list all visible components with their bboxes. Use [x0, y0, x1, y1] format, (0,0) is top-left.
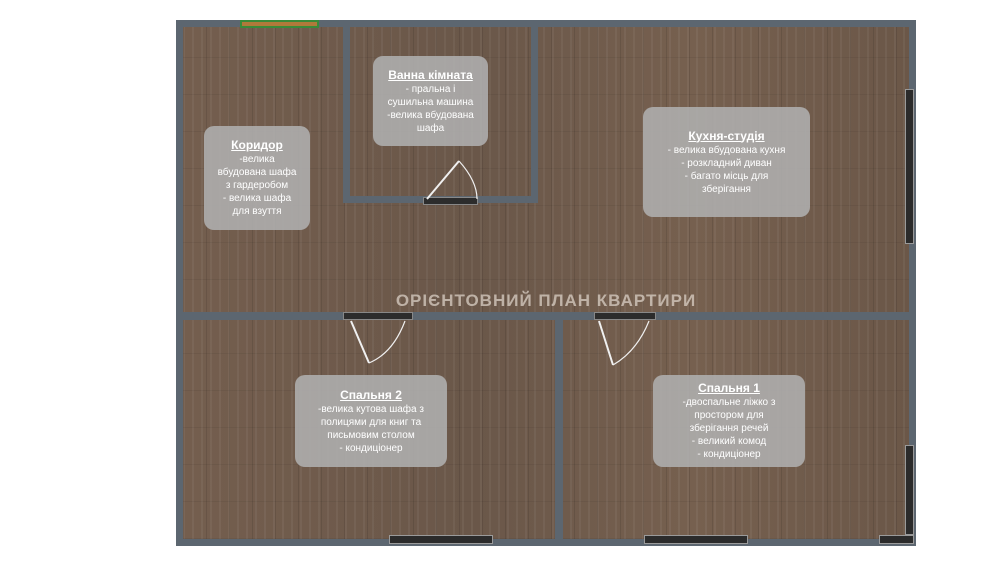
- bedroom1-line: - кондиціонер: [697, 449, 761, 460]
- corridor-line: вбудована шафа: [217, 167, 297, 178]
- bedroom2-title: Спальня 2: [340, 387, 402, 402]
- bedroom1-window: [644, 535, 748, 544]
- bedroom1-side-window: [905, 445, 914, 535]
- horizontal-partition-wall: [183, 312, 909, 320]
- bedroom1-line: зберігання речей: [689, 423, 769, 434]
- corridor-title: Коридор: [231, 138, 283, 152]
- bathroom-title: Ванна кімната: [388, 67, 473, 82]
- bedroom1-door-swing: [598, 320, 650, 366]
- bedroom1-label: Спальня 1 -двоспальне ліжко з простором …: [653, 375, 805, 467]
- bathroom-door-swing: [426, 160, 478, 200]
- bedroom1-title: Спальня 1: [698, 381, 760, 395]
- corridor-line: -велика: [239, 154, 275, 165]
- bedroom2-line: - кондиціонер: [339, 442, 403, 454]
- bedroom2-label: Спальня 2 -велика кутова шафа з полицями…: [295, 375, 447, 467]
- bedroom2-line: полицями для книг та: [320, 416, 422, 428]
- bathroom-line: -велика вбудована: [387, 109, 474, 121]
- bedroom2-line: -велика кутова шафа з: [318, 403, 424, 415]
- kitchen-line: - багато місць для: [684, 170, 769, 182]
- bathroom-line: - пральна і: [405, 83, 456, 95]
- bedroom1-line: простором для: [694, 410, 764, 421]
- kitchen-line: - велика вбудована кухня: [667, 144, 786, 156]
- corridor-line: - велика шафа: [222, 193, 292, 204]
- bathroom-line: сушильна машина: [387, 96, 474, 108]
- kitchen-label: Кухня-студія - велика вбудована кухня - …: [643, 107, 810, 217]
- plan-title: ОРІЄНТОВНИЙ ПЛАН КВАРТИРИ: [395, 291, 697, 310]
- bedroom1-corner-window: [879, 535, 914, 544]
- bathroom-wall-left: [343, 27, 350, 200]
- bedroom1-line: - великий комод: [691, 436, 767, 447]
- bathroom-label: Ванна кімната - пральна і сушильна машин…: [373, 56, 488, 146]
- corridor-label: Коридор -велика вбудована шафа з гардеро…: [204, 126, 310, 230]
- bathroom-door-frame: [423, 197, 478, 205]
- bedroom2-window: [389, 535, 493, 544]
- kitchen-title: Кухня-студія: [688, 128, 765, 143]
- bedroom1-line: -двоспальне ліжко з: [682, 397, 776, 408]
- bedroom2-door-frame: [343, 312, 413, 320]
- floor-plan: Ванна кімната - пральна і сушильна машин…: [176, 20, 916, 546]
- kitchen-line: зберігання: [702, 183, 751, 195]
- entrance-door: [240, 20, 319, 28]
- kitchen-window: [905, 89, 914, 244]
- corridor-line: для взуття: [232, 206, 282, 217]
- bedroom2-door-swing: [350, 320, 406, 364]
- bedroom2-line: письмовим столом: [327, 429, 415, 441]
- bathroom-line: шафа: [416, 122, 445, 134]
- bedroom-divider-wall: [555, 312, 563, 539]
- bedroom1-door-frame: [594, 312, 656, 320]
- kitchen-line: - розкладний диван: [681, 157, 772, 169]
- corridor-line: з гардеробом: [225, 180, 289, 191]
- bathroom-wall-right: [531, 27, 538, 200]
